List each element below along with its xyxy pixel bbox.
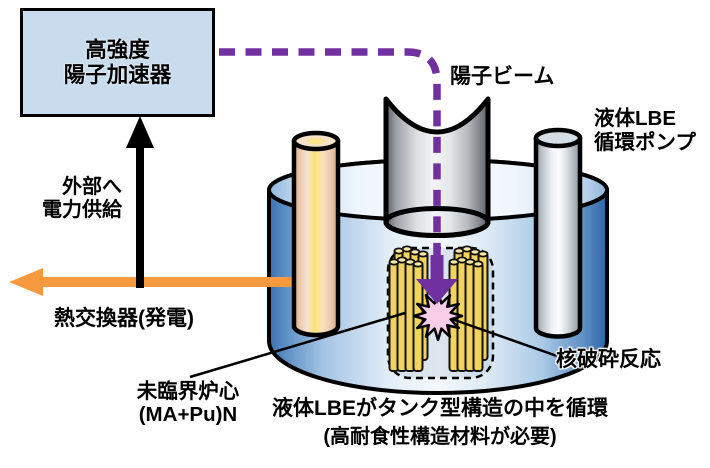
fuel-rod bbox=[472, 262, 484, 372]
lbe-pump-cylinder bbox=[533, 127, 583, 339]
fuel-rod-top bbox=[472, 260, 484, 268]
proton-beam-path bbox=[219, 48, 458, 304]
fuel-rod-top bbox=[417, 250, 429, 258]
subcritical-core-label: 未臨界炉心 (MA+Pu)N bbox=[112, 380, 264, 426]
lbe-pump-label-line1: 液体LBE bbox=[594, 107, 676, 130]
heat-exchanger-cylinder bbox=[291, 130, 341, 338]
heat-output-arrowhead-icon bbox=[9, 268, 43, 296]
accelerator-box: 高強度 陽子加速器 bbox=[20, 8, 215, 117]
power-supply-label-line2: 電力供給 bbox=[42, 199, 122, 221]
fuel-rod-top bbox=[401, 245, 413, 253]
heat-exchanger-label: 熱交換器(発電) bbox=[54, 307, 194, 330]
proton-beam-label: 陽子ビーム bbox=[450, 65, 555, 88]
accelerator-box-line1: 高強度 bbox=[85, 37, 150, 62]
accelerator-box-line2: 陽子加速器 bbox=[63, 62, 172, 87]
fuel-rod-top bbox=[461, 245, 473, 253]
core-label-leader-line bbox=[189, 311, 406, 379]
spallation-label-leader-line bbox=[448, 316, 558, 358]
spallation-label: 核破砕反応 bbox=[556, 348, 661, 371]
power-supply-label: 外部へ 電力供給 bbox=[22, 176, 122, 222]
heat-output-arrow bbox=[9, 268, 296, 296]
subcritical-core-label-line1: 未臨界炉心 bbox=[136, 380, 240, 403]
tank-caption-line1: 液体LBEがタンク型構造の中を循環 bbox=[272, 397, 608, 420]
fuel-rod-top bbox=[477, 250, 489, 258]
fuel-rod-top bbox=[412, 260, 424, 268]
tank-caption-line2: (高耐食性構造材料が必要) bbox=[323, 426, 557, 448]
lbe-pump-label: 液体LBE 循環ポンプ bbox=[594, 107, 696, 155]
heat-output-arrow-shaft bbox=[38, 277, 296, 287]
subcritical-core-label-line2: (MA+Pu)N bbox=[138, 402, 238, 426]
spallation-starburst-icon bbox=[412, 290, 464, 342]
power-supply-arrowhead-icon bbox=[126, 116, 154, 148]
power-supply-arrow bbox=[126, 116, 154, 288]
proton-beam-arrowhead-icon bbox=[416, 279, 458, 304]
lbe-pump-label-line2: 循環ポンプ bbox=[594, 131, 696, 154]
fuel-rod-cluster-left bbox=[388, 245, 429, 372]
power-supply-label-line1: 外部へ bbox=[62, 176, 122, 198]
power-supply-arrow-shaft bbox=[136, 140, 144, 288]
tank-caption: 液体LBEがタンク型構造の中を循環 (高耐食性構造材料が必要) bbox=[240, 394, 640, 452]
